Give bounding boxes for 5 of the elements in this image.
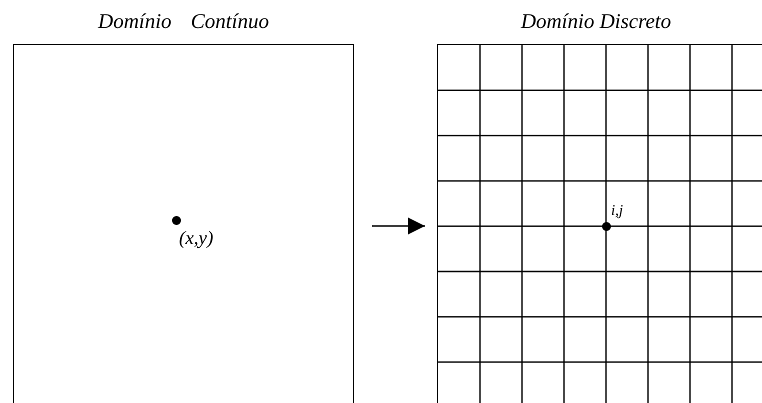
domain-heading: Domínio Discreto	[520, 8, 672, 34]
domain-heading: Domínio Contínuo	[96, 8, 270, 34]
point-label: i,j	[611, 203, 624, 220]
arrow	[372, 218, 425, 234]
point-label: (x,y)	[179, 228, 214, 250]
